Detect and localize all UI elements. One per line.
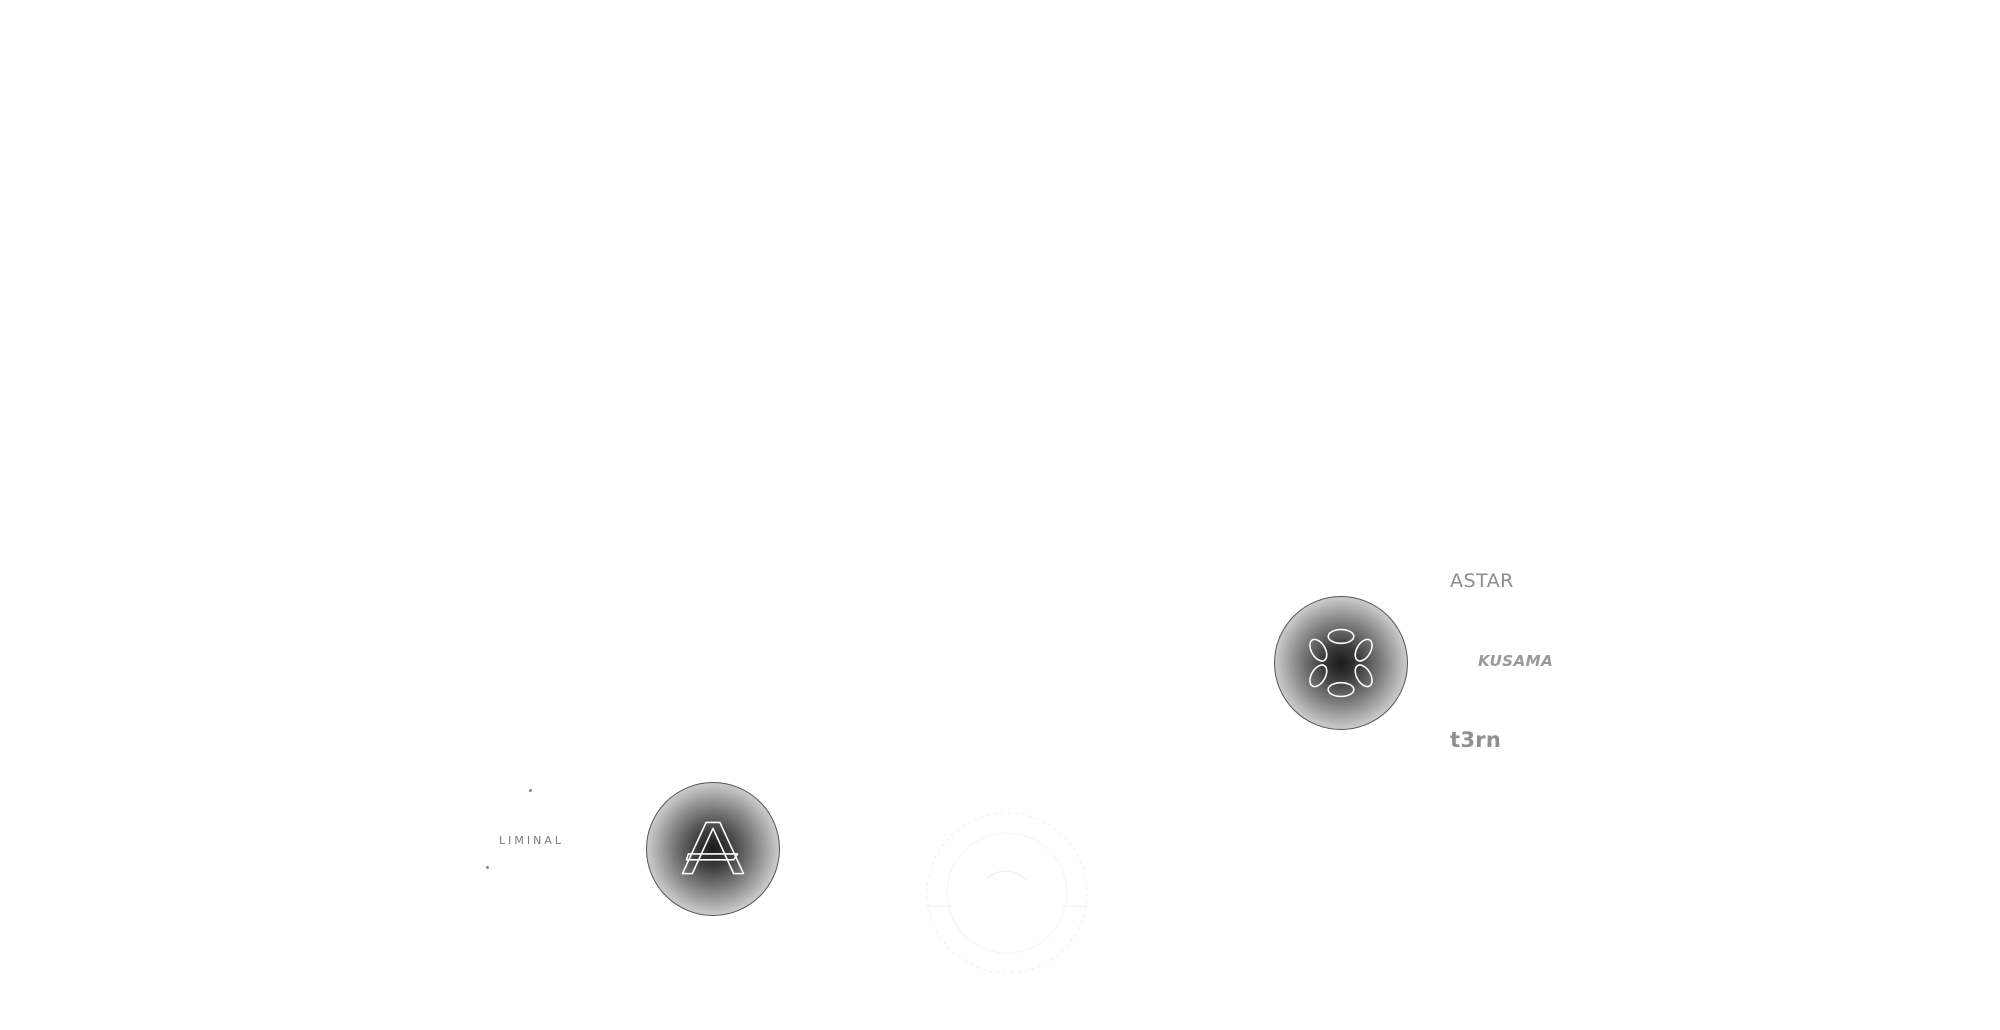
decorative-dot: [529, 789, 532, 792]
t3rn-logo[interactable]: t3rn: [1450, 728, 1502, 752]
astar-logo[interactable]: ASTAR: [1450, 570, 1514, 592]
polkadot-logo-icon: [1309, 628, 1373, 698]
decorative-dot: [486, 866, 489, 869]
astar-orb[interactable]: [646, 782, 780, 916]
kusama-logo[interactable]: KUSAMA: [1478, 652, 1554, 670]
polkadot-orb[interactable]: [1274, 596, 1408, 730]
faded-ring-icon: [922, 808, 1092, 978]
liminal-logo[interactable]: LIMINAL: [499, 834, 564, 847]
astar-logo-icon: [681, 821, 745, 875]
